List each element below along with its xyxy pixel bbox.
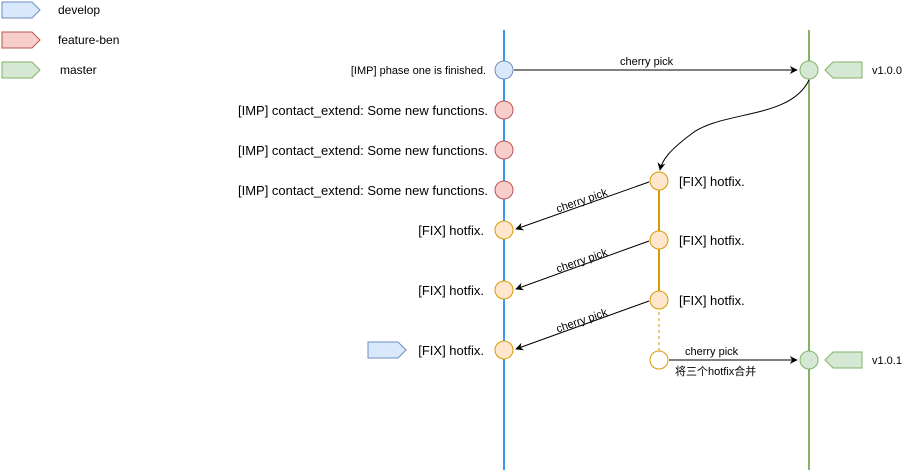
cherry-pick-label-1: cherry pick — [555, 187, 610, 216]
commit-node-feature — [494, 100, 514, 120]
commit-label: [IMP] contact_extend: Some new functions… — [238, 183, 488, 198]
master-tag-label: v1.0.0 — [872, 65, 902, 77]
commit-node-feature — [494, 180, 514, 200]
commit-label: [FIX] hotfix. — [418, 283, 484, 298]
cherry-pick-arrow-3 — [515, 300, 650, 351]
hotfix-node — [649, 171, 669, 191]
commit-node-develop — [494, 60, 514, 80]
commit-label: [FIX] hotfix. — [418, 343, 484, 358]
hotfix-label: [FIX] hotfix. — [679, 174, 745, 189]
commit-node-feature — [494, 140, 514, 160]
master-node — [799, 60, 819, 80]
hotfix-commits: [FIX] hotfix. [FIX] hotfix. [FIX] hotfix… — [649, 171, 745, 370]
merge-node — [649, 350, 669, 370]
commit-node-hotfix — [494, 220, 514, 240]
commit-node-hotfix — [494, 280, 514, 300]
legend: develop feature-ben master — [1, 1, 119, 79]
cherry-pick-arrow-2 — [515, 240, 650, 291]
merge-note-label: 将三个hotfix合并 — [675, 364, 756, 378]
develop-commits: [IMP] phase one is finished. [IMP] conta… — [238, 60, 514, 360]
commit-label: [FIX] hotfix. — [418, 223, 484, 238]
legend-label-master: master — [60, 63, 97, 77]
cherry-pick-arrow-1 — [515, 181, 650, 231]
legend-swatch-feature-ben — [1, 31, 41, 49]
commit-label: [IMP] contact_extend: Some new functions… — [238, 103, 488, 118]
develop-head-tag — [367, 341, 407, 359]
tag-to-hotfix-curve — [657, 79, 810, 171]
hotfix-node — [649, 230, 669, 250]
cherry-pick-label-merge: cherry pick — [685, 346, 739, 358]
master-node — [799, 350, 819, 370]
cherry-pick-label-top: cherry pick — [620, 56, 674, 68]
commit-node-hotfix — [494, 340, 514, 360]
legend-swatch-develop — [1, 1, 41, 19]
cherry-pick-label-2: cherry pick — [555, 247, 610, 276]
commit-label: [IMP] contact_extend: Some new functions… — [238, 143, 488, 158]
legend-label-feature-ben: feature-ben — [58, 33, 119, 47]
master-tag-arrow — [824, 351, 863, 369]
hotfix-node — [649, 290, 669, 310]
master-commits: v1.0.0 v1.0.1 — [799, 60, 902, 370]
legend-swatch-master — [1, 61, 41, 79]
master-tag-arrow — [824, 61, 863, 79]
hotfix-label: [FIX] hotfix. — [679, 293, 745, 308]
master-tag-label: v1.0.1 — [872, 355, 902, 367]
commit-label: [IMP] phase one is finished. — [351, 65, 486, 77]
legend-label-develop: develop — [58, 3, 100, 17]
hotfix-label: [FIX] hotfix. — [679, 233, 745, 248]
cherry-pick-label-3: cherry pick — [555, 307, 610, 336]
